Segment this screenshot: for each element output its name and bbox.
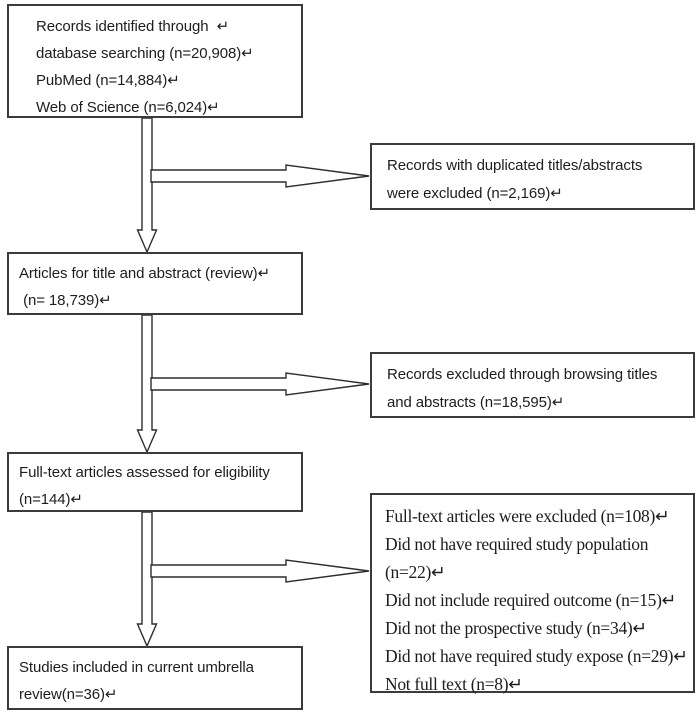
text-line: Studies included in current umbrella (19, 659, 254, 676)
box-title-abstract-review: Articles for title and abstract (review)… (7, 252, 303, 315)
text-line: Full-text articles were excluded (n=108)… (385, 506, 670, 526)
box-duplicates-excluded: Records with duplicated titles/abstracts… (370, 143, 695, 210)
text-line: Not full text (n=8)↵ (385, 674, 523, 694)
text-line: were excluded (n=2,169)↵ (387, 185, 563, 202)
text-line: database searching (n=20,908)↵ (36, 45, 254, 62)
arrow-down-2-icon (136, 314, 158, 454)
text-line: Did not have required study population (385, 534, 649, 554)
box-records-identified: Records identified through ↵ database se… (7, 4, 303, 118)
box-studies-included: Studies included in current umbrella rev… (7, 646, 303, 710)
box-fulltext-assessed: Full-text articles assessed for eligibil… (7, 452, 303, 512)
text-line: Did not the prospective study (n=34)↵ (385, 618, 647, 638)
text-line: (n=144)↵ (19, 491, 83, 508)
arrow-right-2-icon (150, 372, 370, 396)
arrow-down-3-icon (136, 511, 158, 648)
arrow-down-1-icon (136, 117, 158, 254)
text-line: PubMed (n=14,884)↵ (36, 72, 180, 89)
box-browsing-excluded: Records excluded through browsing titles… (370, 352, 695, 418)
text-line: Articles for title and abstract (review)… (19, 265, 271, 282)
text-line: (n=22)↵ (385, 562, 446, 582)
text-line: Records with duplicated titles/abstracts (387, 157, 643, 174)
text-line: Full-text articles assessed for eligibil… (19, 464, 270, 481)
text-line: Web of Science (n=6,024)↵ (36, 99, 220, 116)
arrow-right-1-icon (150, 164, 370, 188)
box-fulltext-excluded: Full-text articles were excluded (n=108)… (370, 493, 695, 694)
text-line: Records excluded through browsing titles (387, 366, 658, 383)
text-line: Records identified through ↵ (36, 18, 230, 35)
text-line: Did not include required outcome (n=15)↵ (385, 590, 676, 610)
text-line: Did not have required study expose (n=29… (385, 646, 688, 666)
arrow-right-3-icon (150, 559, 370, 583)
text-line: and abstracts (n=18,595)↵ (387, 394, 565, 411)
text-line: review(n=36)↵ (19, 686, 118, 703)
text-line: (n= 18,739)↵ (19, 292, 112, 309)
